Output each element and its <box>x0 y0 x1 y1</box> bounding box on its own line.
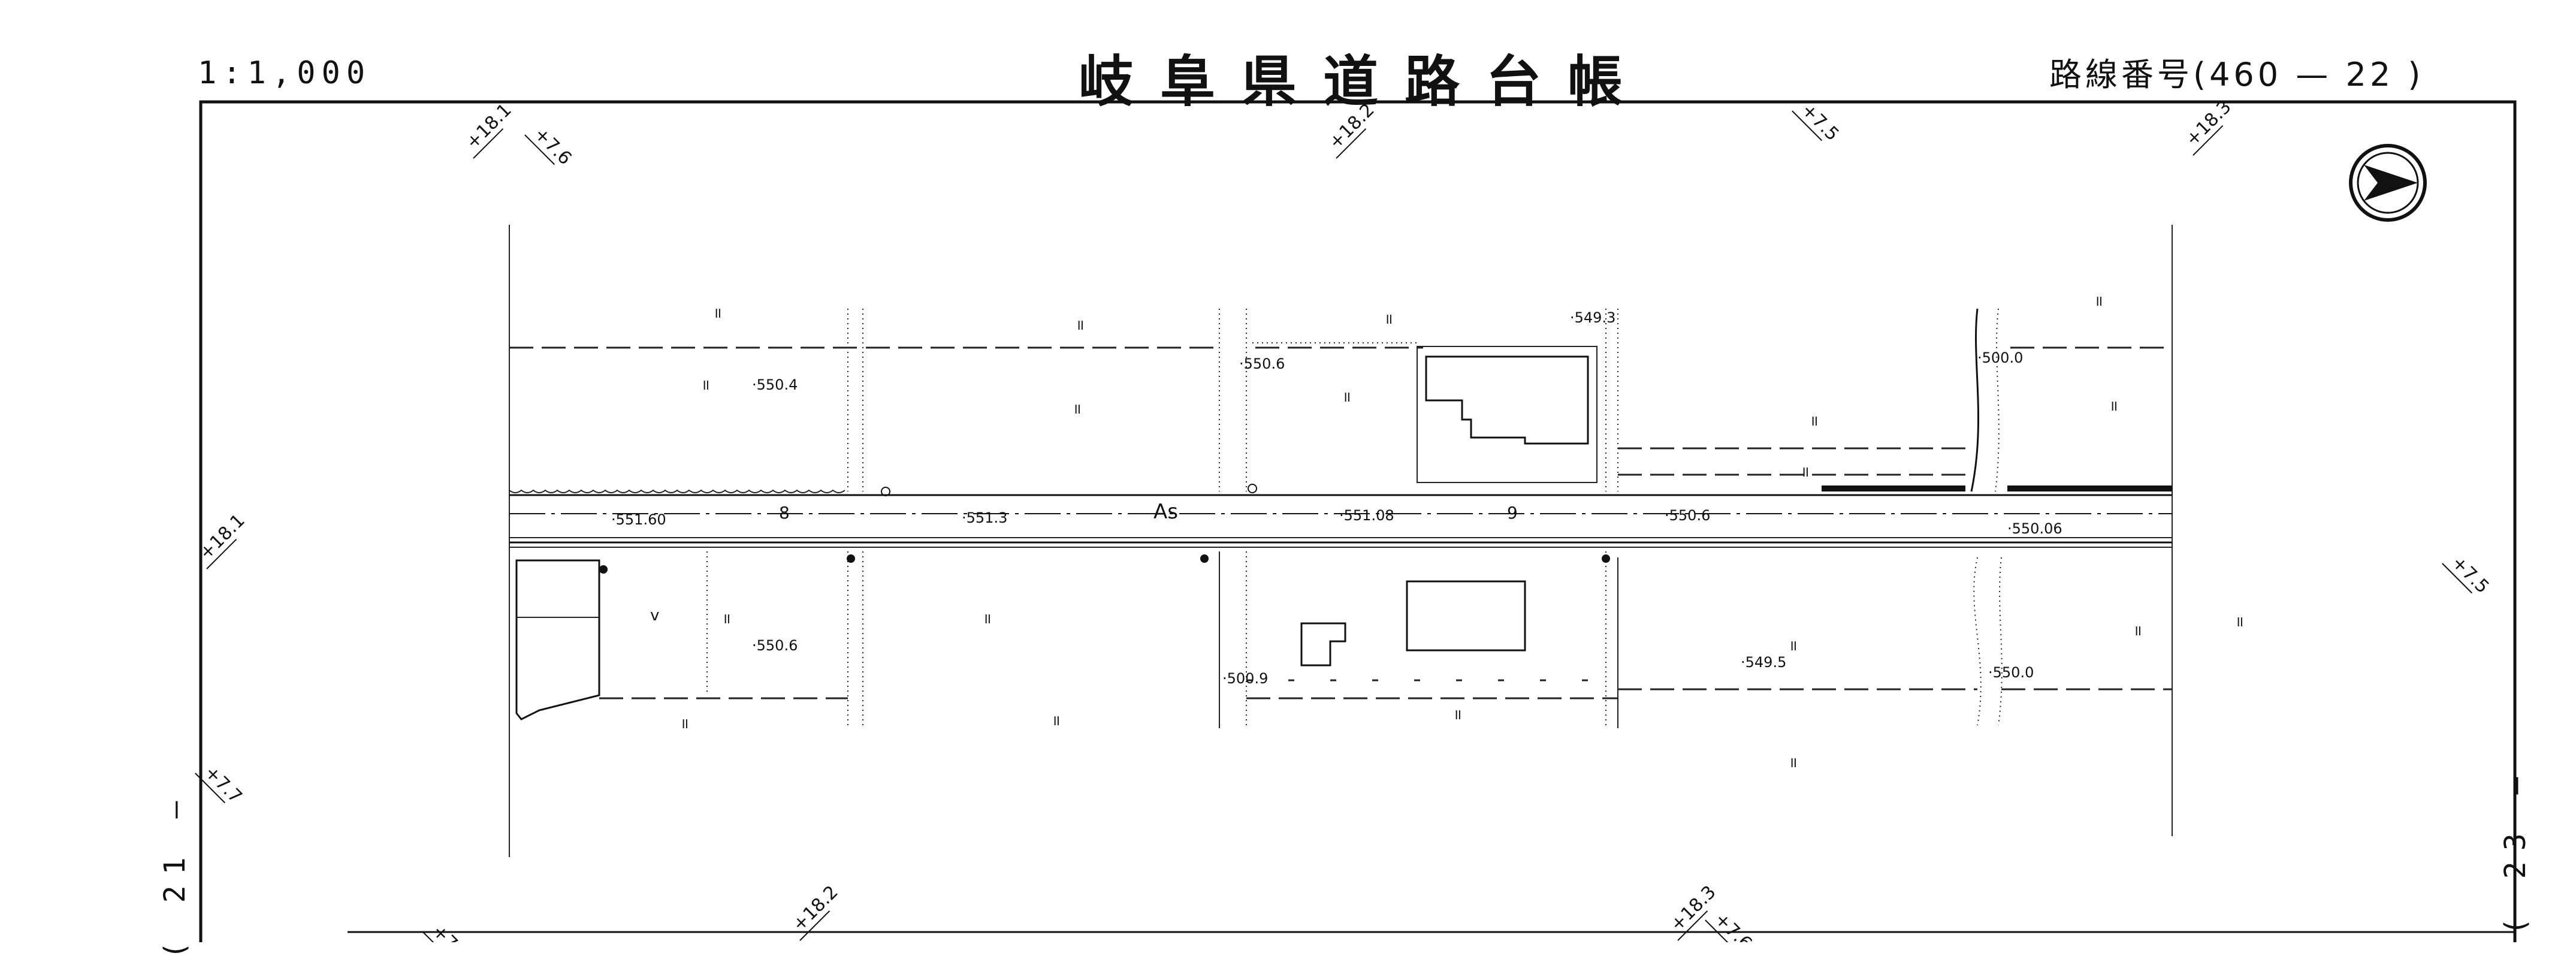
grid-mark: +18.3 <box>2182 96 2236 150</box>
building-outline <box>1417 346 1597 483</box>
grid-mark: +7.6 <box>1710 909 1756 942</box>
land-use-symbol: ॥ <box>1384 310 1393 327</box>
land-use-symbol: ॥ <box>2235 613 2243 630</box>
misc-symbol: v <box>650 607 659 625</box>
utility-pole <box>847 554 855 563</box>
grid-mark-line <box>799 910 831 941</box>
elevation-label: ·551.3 <box>962 509 1007 526</box>
land-use-symbol: ॥ <box>2094 292 2103 309</box>
land-use-symbol: ॥ <box>1453 706 1461 723</box>
ditch-line <box>1995 308 2000 492</box>
land-use-symbol: ॥ <box>1789 754 1797 771</box>
utility-pole <box>599 565 608 574</box>
land-use-symbol: ॥ <box>2109 397 2118 414</box>
grid-mark-line <box>1677 910 1708 941</box>
grid-mark-line <box>195 773 226 804</box>
building <box>1425 355 1589 445</box>
grid-mark-line <box>1792 110 1823 141</box>
elevation-label: ·550.6 <box>1665 507 1710 524</box>
land-use-symbol: ॥ <box>1789 637 1797 654</box>
building <box>1406 580 1526 652</box>
land-use-symbol: ॥ <box>722 610 730 627</box>
land-use-symbol: ॥ <box>983 610 991 627</box>
land-use-symbol: ॥ <box>713 304 721 321</box>
grid-mark-line <box>2442 563 2473 594</box>
curb-segment <box>2007 485 2172 491</box>
land-use-symbol: ॥ <box>701 376 709 393</box>
grid-mark: +18.1 <box>195 510 249 564</box>
elevation-label: ·550.06 <box>2007 520 2062 537</box>
elevation-label: ·551.08 <box>1339 507 1394 524</box>
elevation-label: ·500.9 <box>1222 670 1268 687</box>
land-use-symbol: ॥ <box>1073 400 1081 417</box>
curb-segment <box>1822 485 1965 491</box>
land-use-symbol: ॥ <box>1801 463 1809 480</box>
sheet-frame <box>199 100 2517 942</box>
ditch-line <box>1973 557 1982 726</box>
grid-mark-line <box>1705 919 1736 942</box>
km-mark: 8 <box>779 503 790 523</box>
grid-mark: +18.1 <box>462 99 516 153</box>
land-use-symbol: ॥ <box>2133 622 2142 639</box>
map-scale: 1:1,000 <box>198 55 372 91</box>
elevation-label: ·550.4 <box>752 376 798 393</box>
ditch-line <box>1998 557 2003 726</box>
grid-mark-line <box>422 931 454 942</box>
grid-mark-line <box>473 128 504 159</box>
utility-pole <box>1200 554 1209 563</box>
land-use-symbol: ॥ <box>1342 388 1351 405</box>
elevation-label: ·549.5 <box>1741 654 1786 671</box>
elevation-label: ·550.6 <box>1239 355 1285 372</box>
land-use-symbol: ॥ <box>1810 412 1818 429</box>
land-use-symbol: ॥ <box>1052 712 1060 729</box>
building <box>1300 622 1346 667</box>
elevation-label: ·550.6 <box>752 637 798 654</box>
elevation-label: ·500.0 <box>1977 349 2023 366</box>
ditch-line <box>1970 308 1979 492</box>
manhole <box>881 487 890 496</box>
grid-mark-line <box>206 538 237 569</box>
elevation-label: ·551.60 <box>611 511 666 528</box>
elevation-label: ·550.0 <box>1988 664 2034 681</box>
grid-mark-line <box>524 134 555 165</box>
grid-mark-line <box>1336 128 1367 159</box>
grid-mark: +18.2 <box>1325 99 1379 153</box>
manhole <box>1248 484 1257 493</box>
road-surface-label: As <box>1153 500 1178 524</box>
route-number: 路線番号(460 — 22 ) <box>2049 56 2424 94</box>
grid-mark: +18.2 <box>789 882 842 936</box>
km-mark: 9 <box>1507 503 1518 523</box>
elevation-label: ·549.3 <box>1570 309 1615 326</box>
utility-pole <box>1602 554 1610 563</box>
building <box>515 559 600 720</box>
north-arrow-icon <box>2349 144 2427 222</box>
grid-mark-line <box>2193 125 2224 156</box>
land-use-symbol: ॥ <box>1076 316 1084 333</box>
land-use-symbol: ॥ <box>680 715 688 732</box>
road-edge-hedge <box>509 489 845 493</box>
